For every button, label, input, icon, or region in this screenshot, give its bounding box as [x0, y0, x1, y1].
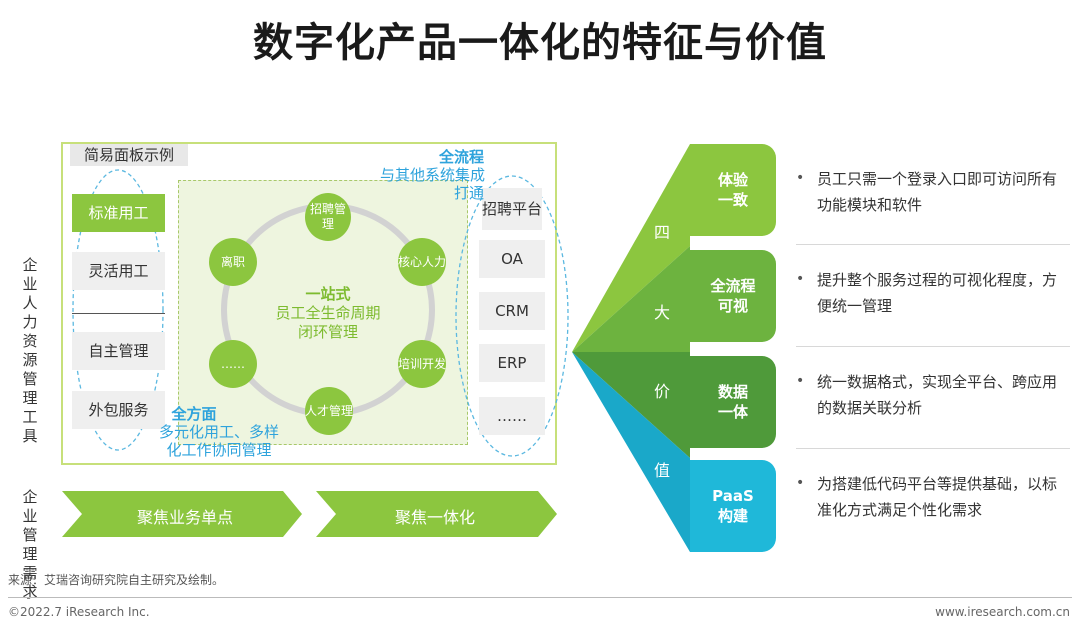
arrow-shape-2: [316, 491, 557, 537]
badge-paas: PaaS构建: [712, 487, 754, 525]
item-standard-employment: 标准用工: [72, 194, 165, 232]
item-self-management: 自主管理: [72, 332, 165, 370]
fan-char-3: 价: [653, 382, 670, 401]
node-recruiting: 招聘管理: [305, 193, 351, 241]
fan-char-2: 大: [653, 303, 670, 322]
center-head: 一站式: [305, 285, 351, 303]
full-process-line1: 与其他系统集成: [380, 166, 486, 184]
badge-experience: 体验一致: [717, 171, 748, 209]
item-more: ……: [479, 397, 545, 435]
item-flexible-employment: 灵活用工: [72, 252, 165, 290]
footer-copyright: ©2022.7 iResearch Inc.: [8, 605, 150, 619]
node-training: 培训开发: [398, 340, 446, 388]
divider-1: [796, 244, 1070, 245]
fan-char-4: 值: [653, 461, 670, 480]
left-divider: [72, 313, 165, 314]
needs-label: 企业管理需求: [22, 488, 38, 601]
badge-data: 数据一体: [717, 383, 748, 421]
item-outsourcing: 外包服务: [72, 391, 165, 429]
left-group-ellipse: [72, 169, 164, 451]
arrow-label-single-point: 聚焦业务单点: [136, 508, 233, 527]
fan-segment-2: [572, 246, 690, 352]
item-crm: CRM: [479, 292, 545, 330]
item-recruiting-platform: 招聘平台: [482, 188, 542, 230]
node-talent: 人才管理: [305, 387, 353, 435]
fan-segment-4: [572, 352, 690, 552]
arrow-label-integration: 聚焦一体化: [394, 508, 475, 527]
fan-char-1: 四: [653, 223, 670, 242]
value-text-1: 员工只需一个登录入口即可访问所有功能模块和软件: [817, 170, 1058, 214]
badge-visibility: 全流程可视: [710, 277, 756, 315]
center-line2: 闭环管理: [297, 323, 358, 341]
right-group-ellipse: [455, 175, 569, 457]
footer-website: www.iresearch.com.cn: [935, 605, 1070, 619]
node-core-hr: 核心人力: [398, 238, 446, 286]
all-aspects-line2: 化工作协同管理: [166, 441, 272, 459]
full-process-line2: 打通: [453, 184, 484, 202]
item-oa: OA: [479, 240, 545, 278]
all-aspects-head: 全方面: [171, 405, 217, 423]
node-leave: 离职: [209, 238, 257, 286]
divider-2: [796, 346, 1070, 347]
bullet-1: •: [796, 170, 805, 186]
center-line1: 员工全生命周期: [275, 304, 381, 322]
node-more: ……: [209, 340, 257, 388]
arrow-shape-1: [62, 491, 302, 537]
value-text-2: 提升整个服务过程的可视化程度，方便统一管理: [817, 271, 1058, 315]
bullet-4: •: [796, 475, 805, 491]
page-title: 数字化产品一体化的特征与价值: [253, 20, 827, 66]
item-erp: ERP: [479, 344, 545, 382]
full-process-head: 全流程: [438, 148, 484, 166]
value-text-3: 统一数据格式，实现全平台、跨应用的数据关联分析: [817, 373, 1058, 417]
bullet-2: •: [796, 271, 805, 287]
value-text-4: 为搭建低代码平台等提供基础，以标准化方式满足个性化需求: [817, 475, 1058, 519]
footer-divider: [8, 597, 1072, 598]
tools-label: 企业人力资源管理工具: [22, 256, 38, 445]
all-aspects-line1: 多元化用工、多样: [158, 423, 279, 441]
panel-label: 简易面板示例: [70, 144, 188, 166]
divider-3: [796, 448, 1070, 449]
bullet-3: •: [796, 373, 805, 389]
source-note: 来源：艾瑞咨询研究院自主研究及绘制。: [8, 573, 225, 587]
fan-segment-1: [572, 144, 690, 352]
panel-frame: [61, 142, 557, 465]
